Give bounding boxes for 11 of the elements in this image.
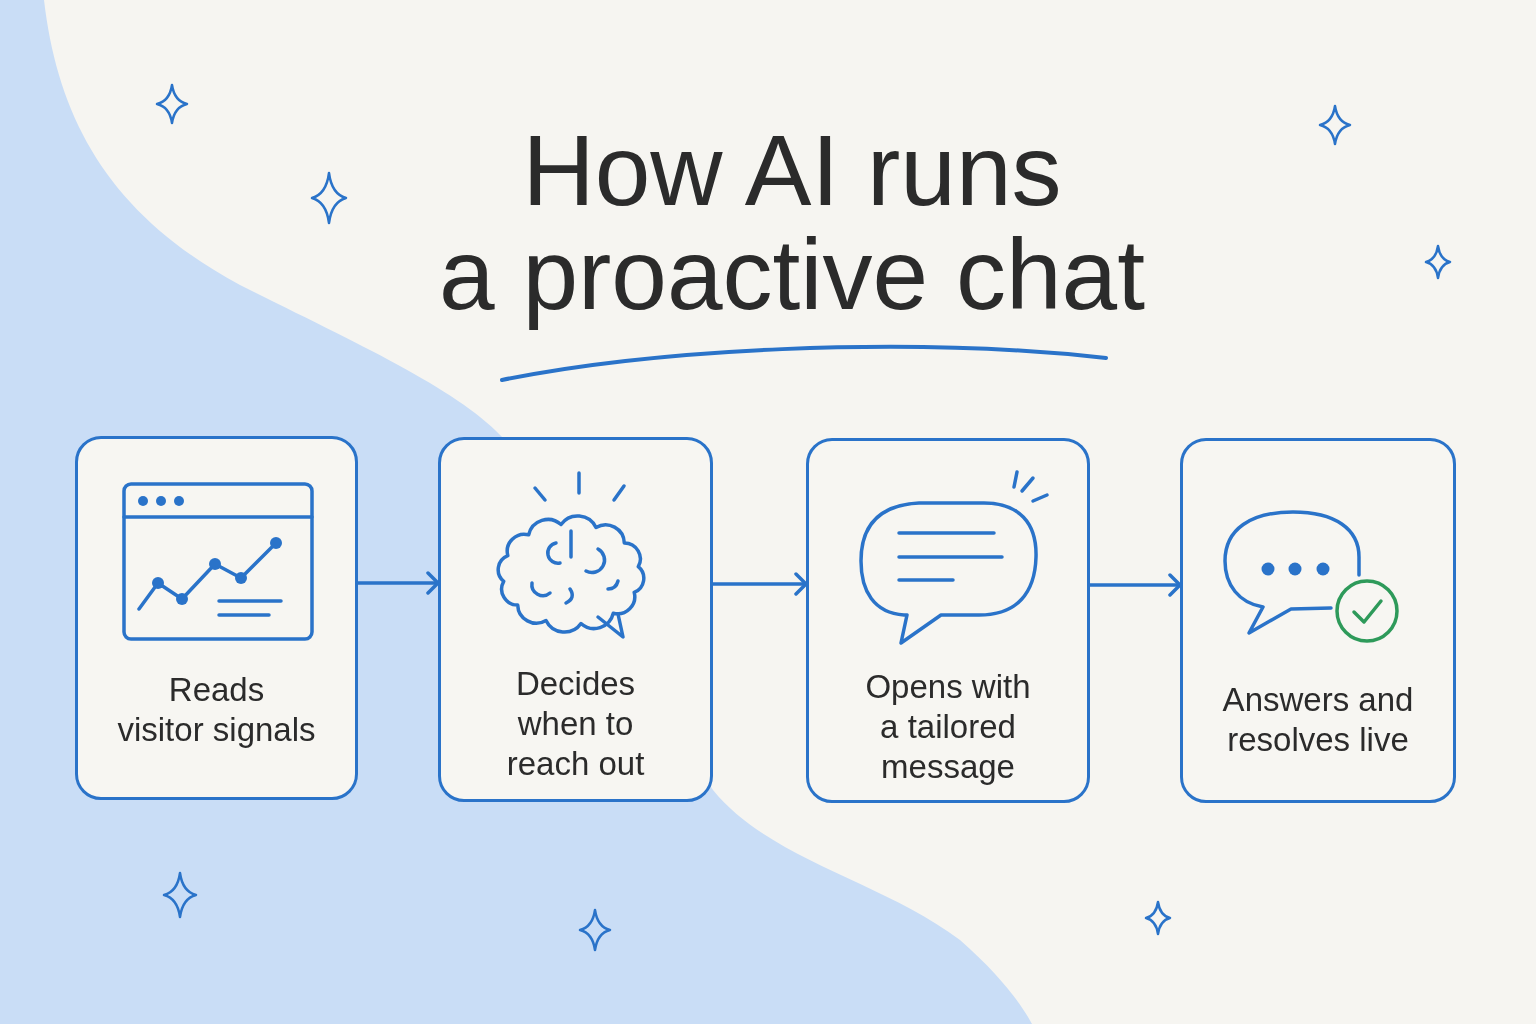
step-label: Opens with a tailored message [865, 667, 1031, 787]
step-label: Answers and resolves live [1222, 680, 1414, 760]
arrow [1088, 573, 1182, 597]
step-card [438, 437, 713, 802]
step-label: Decides when to reach out [506, 664, 645, 784]
arrow [711, 572, 808, 596]
step-label: Reads visitor signals [117, 670, 316, 750]
step-card [75, 436, 358, 800]
step-card [1180, 438, 1456, 803]
step-card [806, 438, 1090, 803]
arrow [356, 571, 440, 595]
